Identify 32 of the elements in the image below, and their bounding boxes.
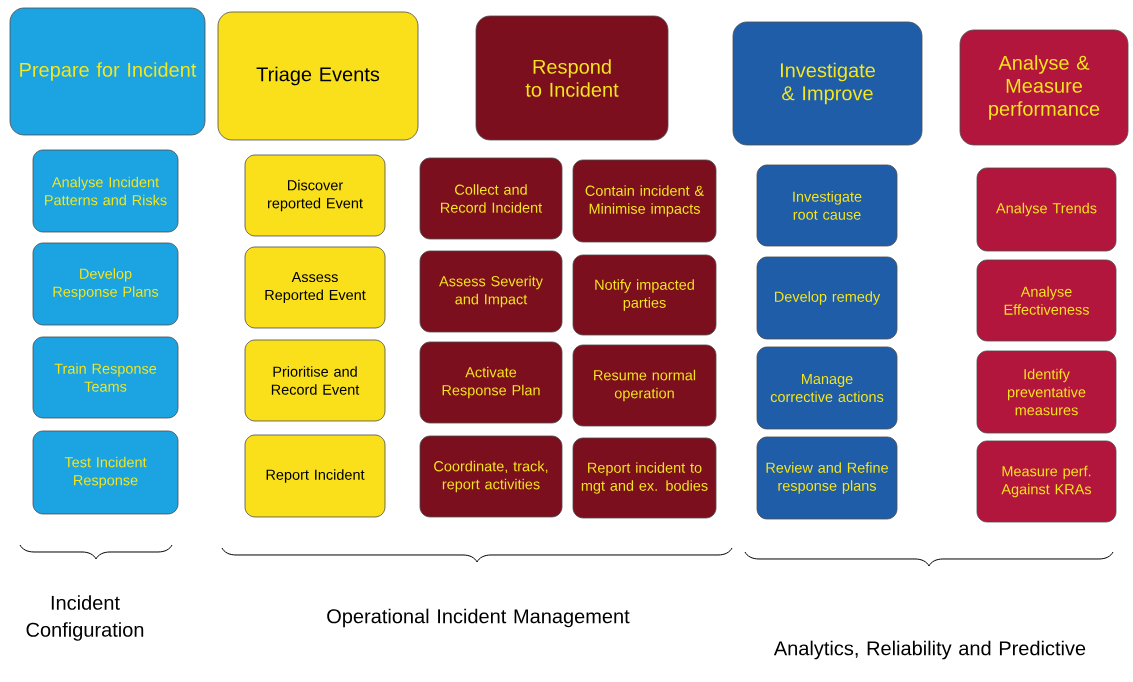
activity-box: Notify impacted parties: [572, 254, 717, 336]
stage-box: Investigate & Improve: [732, 21, 923, 146]
activity-box: Develop Response Plans: [32, 242, 179, 326]
activity-box: Analyse Effectiveness: [976, 259, 1117, 342]
activity-box: Resume normal operation: [572, 344, 717, 427]
activity-box: Develop remedy: [756, 256, 898, 340]
stage-box: Triage Events: [217, 11, 419, 141]
activity-box: Assess Reported Event: [244, 246, 386, 329]
activity-box: Test Incident Response: [32, 430, 179, 515]
activity-box: Activate Response Plan: [419, 341, 563, 424]
activity-box: Identify preventative measures: [976, 350, 1117, 434]
activity-box: Report Incident: [244, 434, 386, 518]
activity-box: Manage corrective actions: [756, 346, 898, 430]
group-label: Operational Incident Management: [327, 608, 630, 628]
activity-box: Assess Severity and Impact: [419, 250, 563, 333]
activity-box: Train Response Teams: [32, 336, 179, 419]
group-label: Analytics, Reliability and Predictive: [773, 640, 1086, 660]
stage-box: Analyse & Measure performance: [959, 29, 1129, 146]
activity-box: Contain incident & Minimise impacts: [572, 159, 717, 243]
activity-box: Prioritise and Record Event: [244, 339, 386, 422]
activity-box: Analyse Incident Patterns and Risks: [32, 149, 179, 233]
group-label: Incident Configuration: [26, 595, 144, 641]
activity-box: Measure perf. Against KRAs: [976, 440, 1117, 523]
activity-box: Collect and Record Incident: [419, 157, 563, 240]
activity-box: Analyse Trends: [976, 167, 1117, 252]
stage-box: Respond to Incident: [475, 15, 669, 141]
activity-box: Investigate root cause: [756, 164, 898, 247]
stage-box: Prepare for Incident: [9, 7, 206, 136]
activity-box: Coordinate, track, report activities: [419, 435, 563, 518]
activity-box: Report incident to mgt and ex. bodies: [572, 437, 717, 519]
activity-box: Discover reported Event: [244, 154, 386, 237]
activity-box: Review and Refine response plans: [756, 436, 898, 520]
